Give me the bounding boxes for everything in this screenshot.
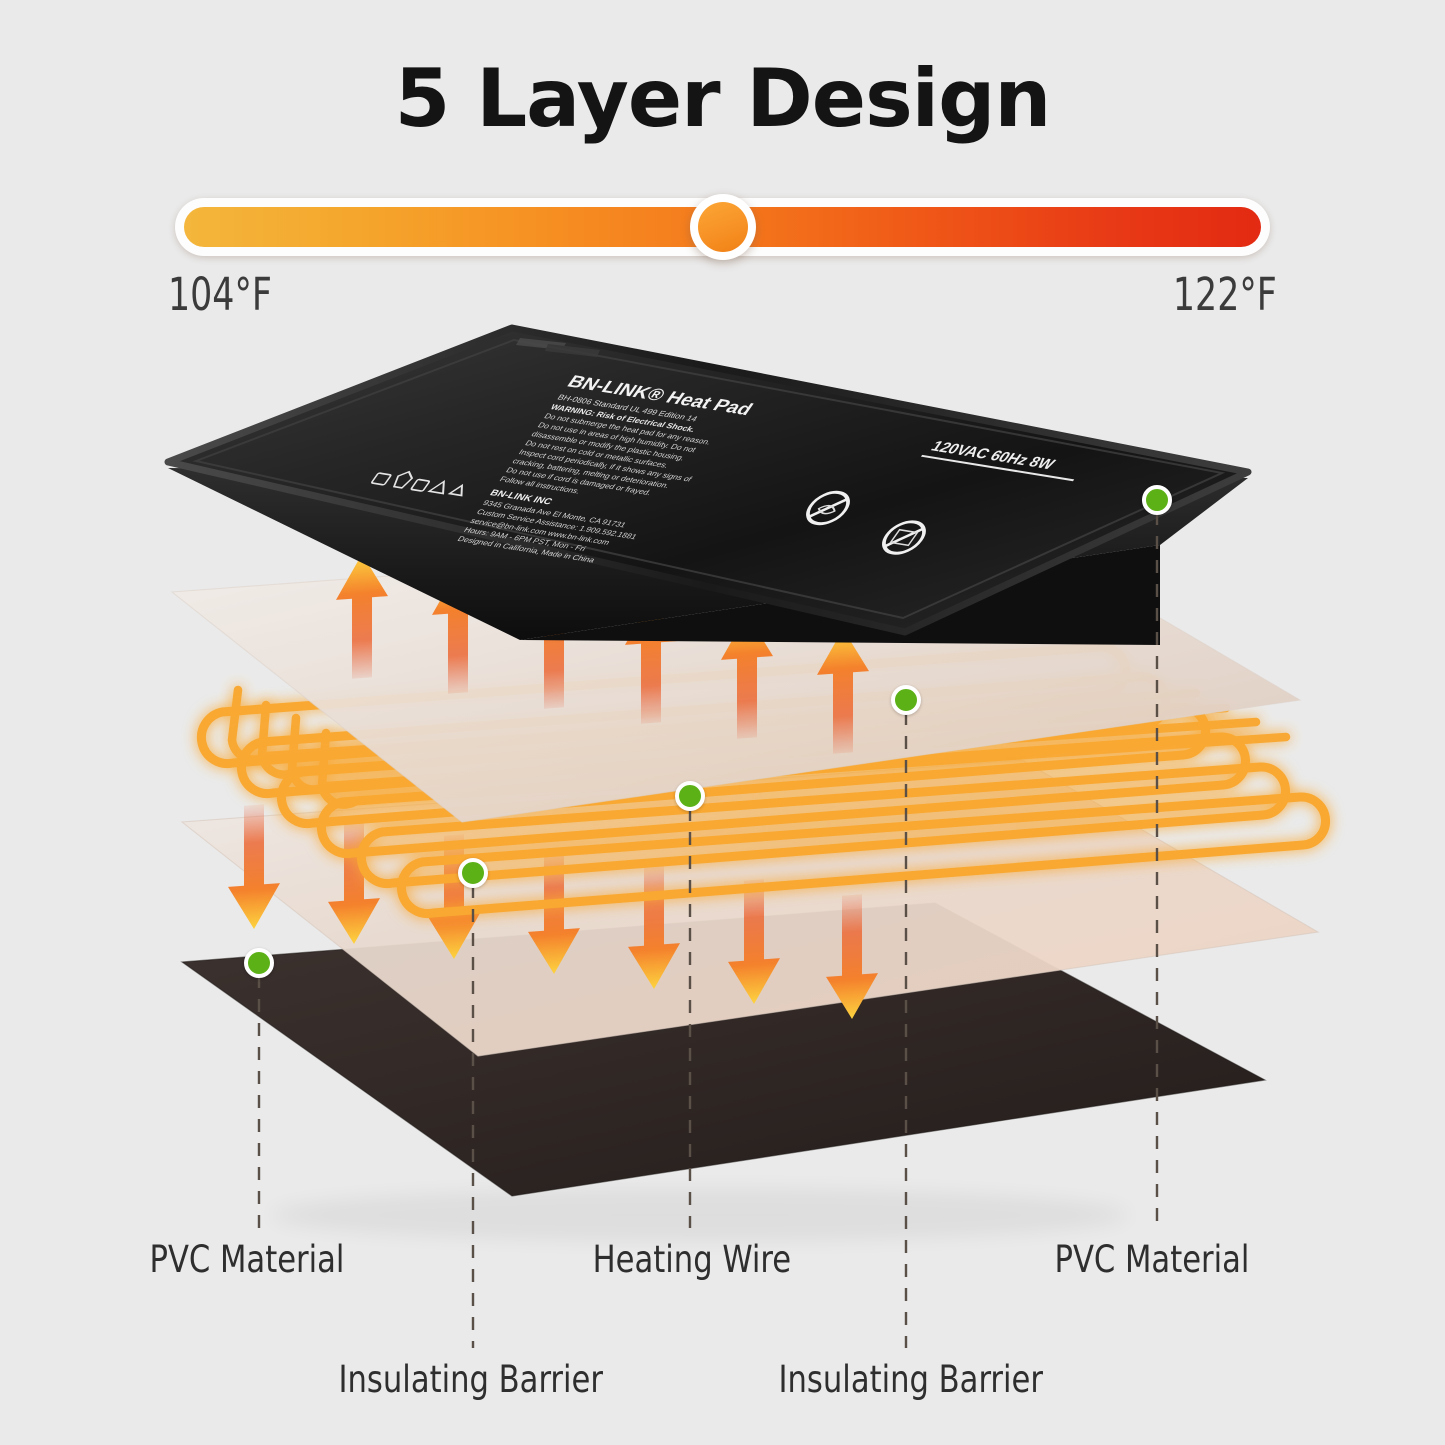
callout-label-pvc-bottom: PVC Material xyxy=(149,1238,345,1281)
no-wring-icon xyxy=(447,483,464,497)
cord-notch-icon xyxy=(516,338,600,357)
callout-label-heating-wire: Heating Wire xyxy=(592,1238,792,1281)
callout-label-pvc-top: PVC Material xyxy=(1054,1238,1250,1281)
no-dry-clean-icon xyxy=(427,479,445,495)
label-care-icons xyxy=(371,470,464,497)
no-submerge-icon xyxy=(806,490,850,526)
marker-heating-wire[interactable] xyxy=(675,781,705,811)
page-title: 5 Layer Design xyxy=(394,52,1052,145)
marker-barrier-lower[interactable] xyxy=(458,858,488,888)
temperature-slider[interactable] xyxy=(175,194,1270,260)
no-iron-icon xyxy=(410,478,431,492)
heat-flow-down-arrows xyxy=(228,804,878,1019)
temperature-max-label: 122°F xyxy=(1173,268,1277,321)
layer-pvc-top xyxy=(164,324,1252,645)
marker-pvc-top[interactable] xyxy=(1142,485,1172,515)
callout-leader-lines xyxy=(257,512,1159,1348)
slider-frame xyxy=(175,194,1270,260)
callout-label-barrier-upper: Insulating Barrier xyxy=(778,1358,1043,1401)
no-fold-icon xyxy=(882,520,926,555)
slider-knob-handle[interactable] xyxy=(689,194,756,260)
callout-label-barrier-lower: Insulating Barrier xyxy=(338,1358,603,1401)
marker-barrier-upper[interactable] xyxy=(891,685,921,715)
no-bleach-icon xyxy=(371,472,392,486)
label-prohibition-icons xyxy=(806,490,926,555)
temperature-min-label: 104°F xyxy=(168,268,272,321)
marker-pvc-bottom[interactable] xyxy=(244,948,274,978)
no-tumble-dry-icon xyxy=(392,470,414,489)
